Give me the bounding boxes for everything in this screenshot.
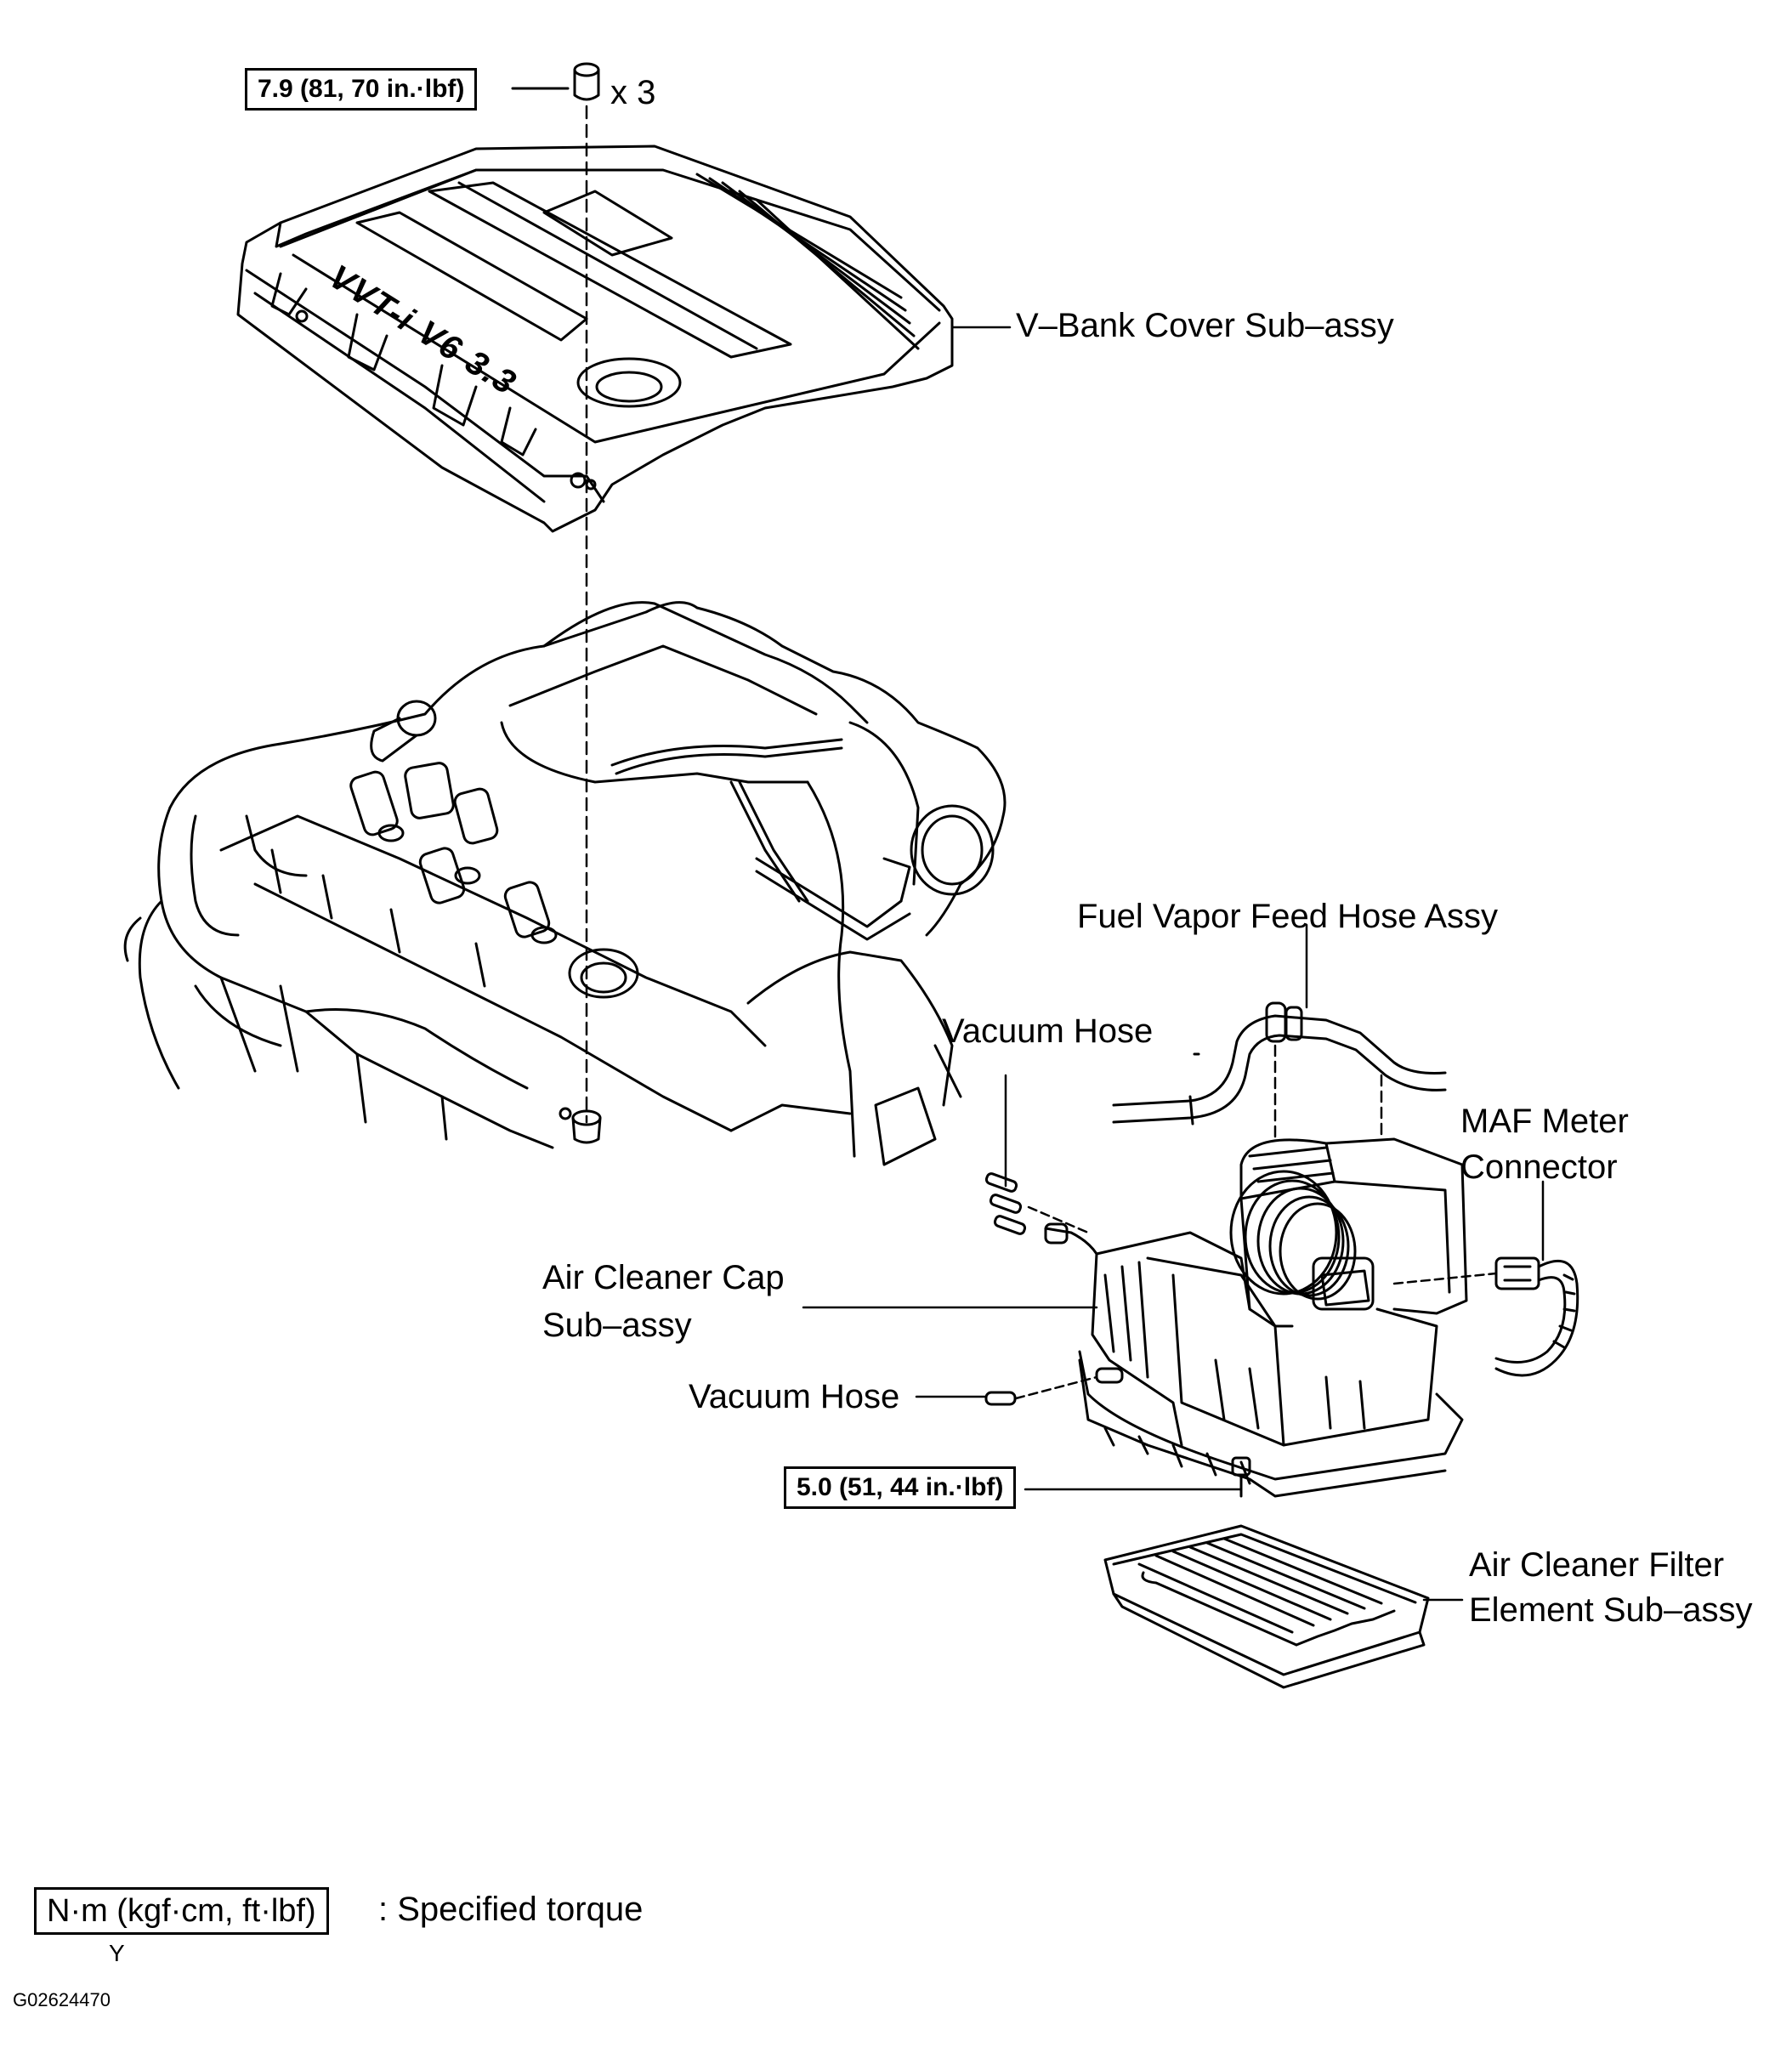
maf-meter-label-line1: MAF Meter: [1460, 1103, 1629, 1140]
top-nut-drawing: [573, 62, 600, 101]
filter-element-label-line2: Element Sub–assy: [1469, 1591, 1753, 1629]
legend-description: : Specified torque: [378, 1891, 644, 1928]
quantity-label: x 3: [610, 74, 656, 111]
legend-marker: Y: [109, 1940, 125, 1966]
vacuum-hose-bottom-label: Vacuum Hose: [689, 1378, 900, 1415]
leader-lines: [802, 326, 1545, 1602]
filter-element-drawing: [1103, 1524, 1430, 1689]
v-bank-cover-drawing: [236, 145, 954, 533]
air-cleaner-cap-label-line1: Air Cleaner Cap: [542, 1259, 785, 1296]
fuel-vapor-hose-label: Fuel Vapor Feed Hose Assy: [1077, 898, 1499, 935]
engine-drawing: [123, 601, 1007, 1166]
maf-meter-label-line2: Connector: [1460, 1148, 1618, 1186]
vacuum-hose-top-label: Vacuum Hose: [942, 1012, 1154, 1050]
figure-code: G02624470: [13, 1989, 111, 2010]
v-bank-cover-label: V–Bank Cover Sub–assy: [1016, 307, 1394, 344]
air-cleaner-drawing: [984, 1001, 1579, 1498]
air-cleaner-cap-label-line2: Sub–assy: [542, 1307, 692, 1344]
filter-element-label-line1: Air Cleaner Filter: [1469, 1546, 1725, 1584]
top-torque-callout: 7.9 (81, 70 in.·lbf): [245, 68, 478, 111]
bottom-torque-callout: 5.0 (51, 44 in.·lbf): [784, 1466, 1017, 1509]
legend-unit-box: N·m (kgf·cm, ft·lbf): [34, 1887, 329, 1935]
